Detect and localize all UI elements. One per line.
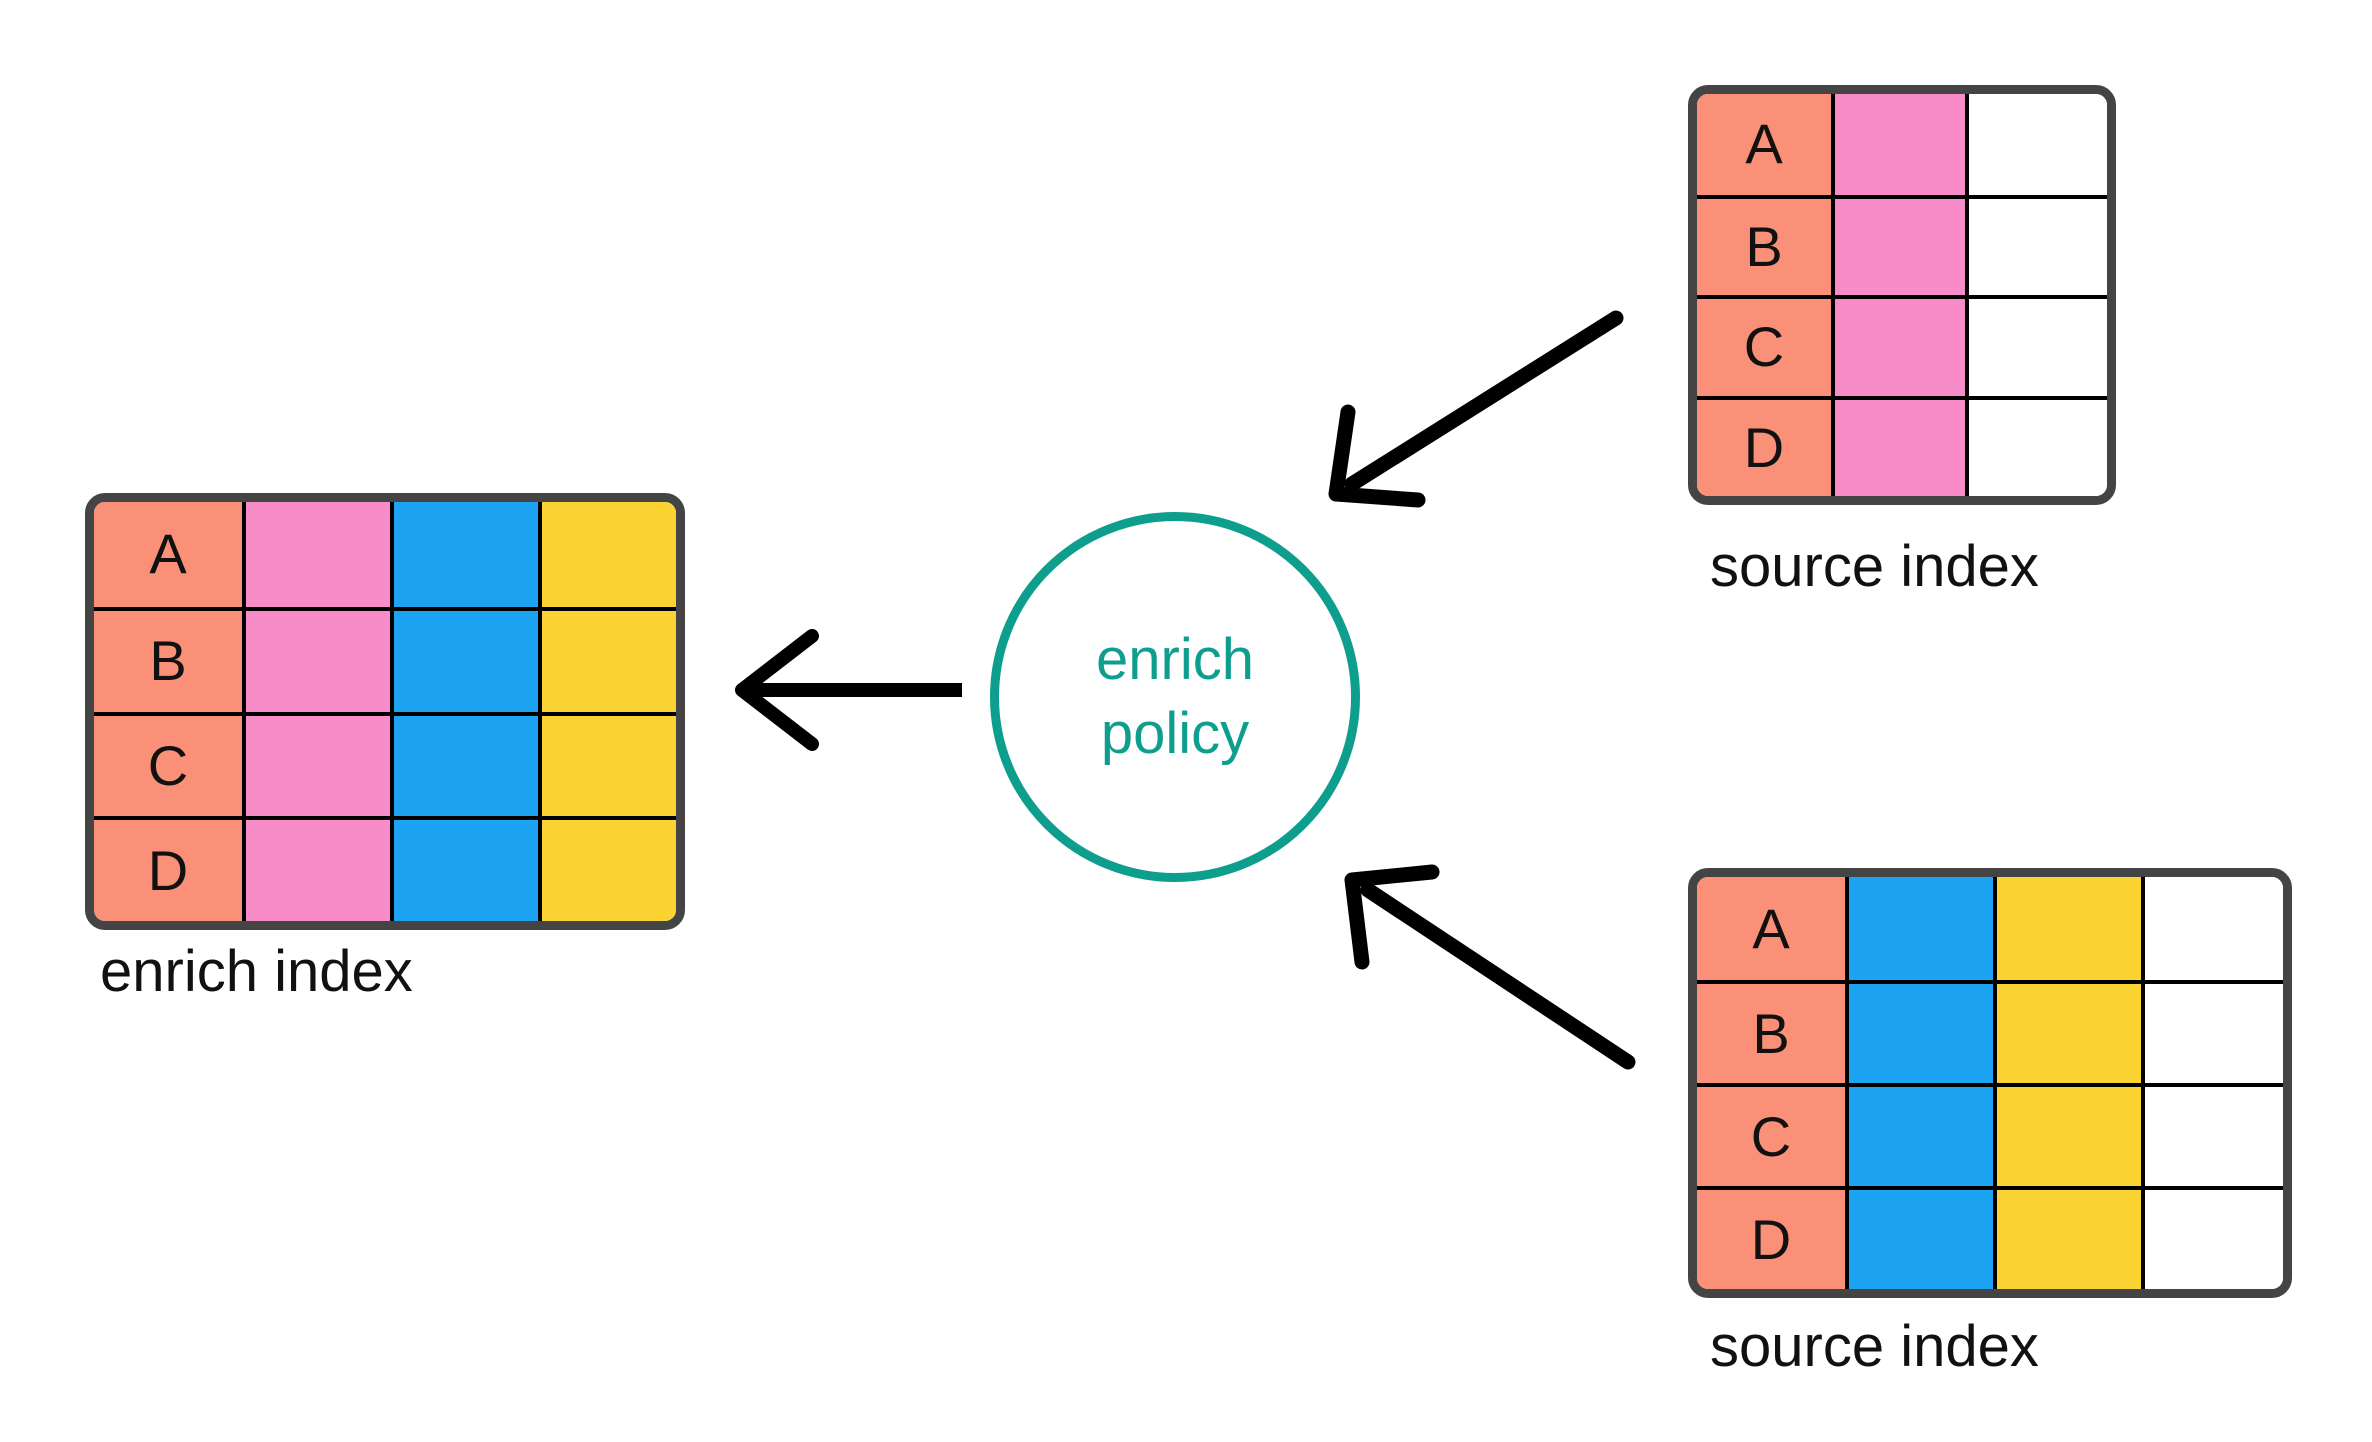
table-cell: [1997, 1186, 2141, 1289]
enrich-policy-line-1: enrich: [1096, 626, 1254, 692]
source-index-top-block: A B C D: [1688, 85, 2116, 505]
source-index-top-caption: source index: [1710, 534, 2039, 599]
arrow-top-source-to-policy: [1328, 310, 1624, 508]
table-cell: C: [1697, 1083, 1845, 1186]
enrich-index-column-blue-field: [390, 502, 538, 921]
row-key-label: A: [149, 522, 187, 586]
enrich-index-caption: enrich index: [100, 939, 413, 1004]
table-cell: [1835, 395, 1965, 497]
table-cell: D: [1697, 395, 1831, 497]
arrow-bottom-source-to-policy: [1344, 864, 1636, 1070]
source-index-top-column-empty-field: [1965, 94, 2107, 496]
arrow-policy-to-enrich-index: [735, 629, 962, 751]
table-cell: [1835, 194, 1965, 296]
table-cell: [542, 502, 676, 607]
table-cell: [1849, 980, 1993, 1083]
table-cell: [394, 502, 538, 607]
row-key-label: B: [149, 629, 187, 693]
table-cell: [394, 816, 538, 921]
table-cell: [1835, 295, 1965, 396]
enrich-index-column-key: A B C D: [94, 502, 242, 921]
row-key-label: D: [147, 838, 189, 902]
table-cell: [542, 711, 676, 817]
enrich-policy-label: enrich policy: [1096, 623, 1254, 771]
source-index-top-table: A B C D: [1688, 85, 2116, 505]
table-cell: [246, 606, 390, 712]
table-cell: [542, 606, 676, 712]
table-cell: [394, 606, 538, 712]
table-cell: [1849, 877, 1993, 980]
table-cell: A: [94, 502, 242, 607]
row-key-label: C: [147, 733, 189, 797]
table-cell: [2145, 1186, 2283, 1289]
source-index-bottom-column-empty-field: [2141, 877, 2283, 1289]
source-index-top-column-pink-field: [1831, 94, 1965, 496]
source-index-bottom-block: A B C D: [1688, 868, 2292, 1298]
table-cell: A: [1697, 94, 1831, 195]
enrich-index-table: A B C D: [85, 493, 685, 930]
row-key-label: C: [1743, 315, 1785, 379]
table-cell: [2145, 1083, 2283, 1186]
source-index-bottom-column-blue-field: [1845, 877, 1993, 1289]
table-cell: [1849, 1186, 1993, 1289]
enrich-index-block: A B C D: [85, 493, 685, 930]
row-key-label: A: [1752, 896, 1790, 960]
source-index-bottom-table: A B C D: [1688, 868, 2292, 1298]
enrich-index-column-yellow-field: [538, 502, 676, 921]
enrich-index-column-pink-field: [242, 502, 390, 921]
table-cell: A: [1697, 877, 1845, 980]
source-index-top-column-key: A B C D: [1697, 94, 1831, 496]
row-key-label: B: [1752, 1001, 1790, 1065]
table-cell: [1997, 980, 2141, 1083]
enrich-policy-line-2: policy: [1100, 701, 1250, 766]
table-cell: [1969, 94, 2107, 195]
table-cell: [1969, 194, 2107, 296]
source-index-bottom-caption: source index: [1710, 1314, 2039, 1379]
table-cell: D: [94, 816, 242, 921]
row-key-label: D: [1750, 1207, 1792, 1271]
table-cell: [246, 711, 390, 817]
source-index-bottom-column-key: A B C D: [1697, 877, 1845, 1289]
table-cell: [2145, 877, 2283, 980]
table-cell: [246, 502, 390, 607]
table-cell: B: [1697, 980, 1845, 1083]
table-cell: B: [94, 606, 242, 712]
table-cell: D: [1697, 1186, 1845, 1289]
table-cell: [1969, 395, 2107, 497]
table-cell: [2145, 980, 2283, 1083]
table-cell: C: [94, 711, 242, 817]
table-cell: [394, 711, 538, 817]
table-cell: [1849, 1083, 1993, 1186]
enrich-policy-node[interactable]: enrich policy: [990, 512, 1360, 882]
table-cell: [1835, 94, 1965, 195]
table-cell: [542, 816, 676, 921]
table-cell: C: [1697, 295, 1831, 396]
row-key-label: B: [1745, 214, 1783, 278]
row-key-label: D: [1743, 415, 1785, 479]
table-cell: [1969, 295, 2107, 396]
table-cell: [1997, 877, 2141, 980]
table-cell: [246, 816, 390, 921]
table-cell: [1997, 1083, 2141, 1186]
source-index-bottom-column-yellow-field: [1993, 877, 2141, 1289]
row-key-label: C: [1750, 1104, 1792, 1168]
row-key-label: A: [1745, 112, 1783, 176]
table-cell: B: [1697, 194, 1831, 296]
